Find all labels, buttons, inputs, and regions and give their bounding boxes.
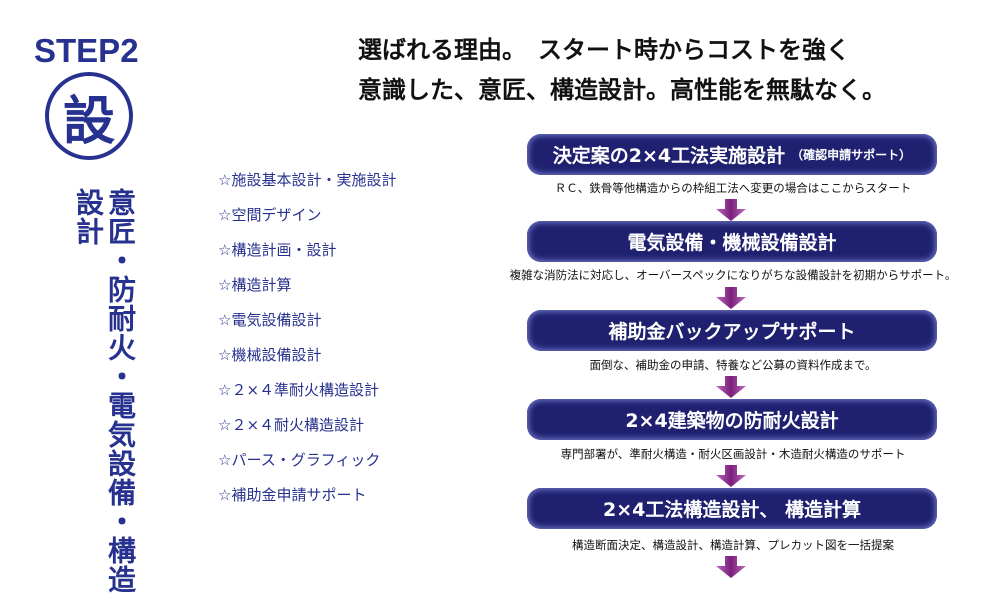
flow-title: 2×4工法構造設計、 構造計算 [603, 499, 861, 521]
down-arrow-icon [716, 556, 746, 578]
flow-step-1: 決定案の2×4工法実施設計 （確認申請サポート） [527, 134, 937, 175]
design-symbol: 設 [45, 72, 133, 160]
service-item: ☆補助金申請サポート [218, 486, 367, 504]
flow-step-4: 2×4建築物の防耐火設計 [527, 399, 937, 440]
flow-caption: 構造断面決定、構造設計、構造計算、プレカット図を一括提案 [572, 538, 894, 552]
flow-caption: 専門部署が、準耐火構造・耐火区画設計・木造耐火構造のサポート [560, 447, 906, 461]
service-item: ☆機械設備設計 [218, 346, 322, 364]
flow-caption: ＲＣ、鉄骨等他構造からの枠組工法へ変更の場合はここからスタート [554, 181, 912, 195]
service-item: ☆施設基本設計・実施設計 [218, 171, 397, 189]
service-item: ☆空間デザイン [218, 206, 322, 224]
flow-step-3: 補助金バックアップサポート [527, 310, 937, 351]
flow-title: 決定案の2×4工法実施設計 [552, 145, 786, 167]
flow-note: （確認申請サポート） [791, 148, 912, 162]
headline-line-1: 選ばれる理由。 スタート時からコストを強く [358, 36, 850, 64]
service-item: ☆２×４準耐火構造設計 [218, 381, 380, 399]
headline-line-2: 意識した、意匠、構造設計。高性能を無駄なく。 [358, 76, 886, 104]
down-arrow-icon [716, 376, 746, 398]
flow-title: 電気設備・機械設備設計 [627, 232, 837, 254]
service-item: ☆２×４耐火構造設計 [218, 416, 365, 434]
flow-step-5: 2×4工法構造設計、 構造計算 [527, 488, 937, 529]
flow-caption: 複雑な消防法に対応し、オーバースペックになりがちな設備設計を初期からサポート。 [509, 268, 957, 282]
service-item: ☆パース・グラフィック [218, 451, 381, 469]
step-label: STEP2 [34, 32, 139, 69]
service-item: ☆電気設備設計 [218, 311, 322, 329]
headline: 選ばれる理由。 スタート時からコストを強く 意識した、意匠、構造設計。高性能を無… [358, 30, 886, 110]
flow-caption: 面倒な、補助金の申請、特養など公募の資料作成まで。 [589, 358, 877, 372]
down-arrow-icon [716, 465, 746, 487]
down-arrow-icon [716, 199, 746, 221]
service-item: ☆構造計算 [218, 276, 292, 294]
step-subtitle: 意匠・防耐火・電気設備・構造設計 [72, 188, 137, 594]
service-list: ☆施設基本設計・実施設計 ☆空間デザイン ☆構造計画・設計 ☆構造計算 ☆電気設… [218, 168, 396, 518]
flow-title: 補助金バックアップサポート [608, 321, 856, 343]
down-arrow-icon [716, 287, 746, 309]
service-item: ☆構造計画・設計 [218, 241, 337, 259]
flow-title: 2×4建築物の防耐火設計 [625, 410, 839, 432]
flow-step-2: 電気設備・機械設備設計 [527, 221, 937, 262]
